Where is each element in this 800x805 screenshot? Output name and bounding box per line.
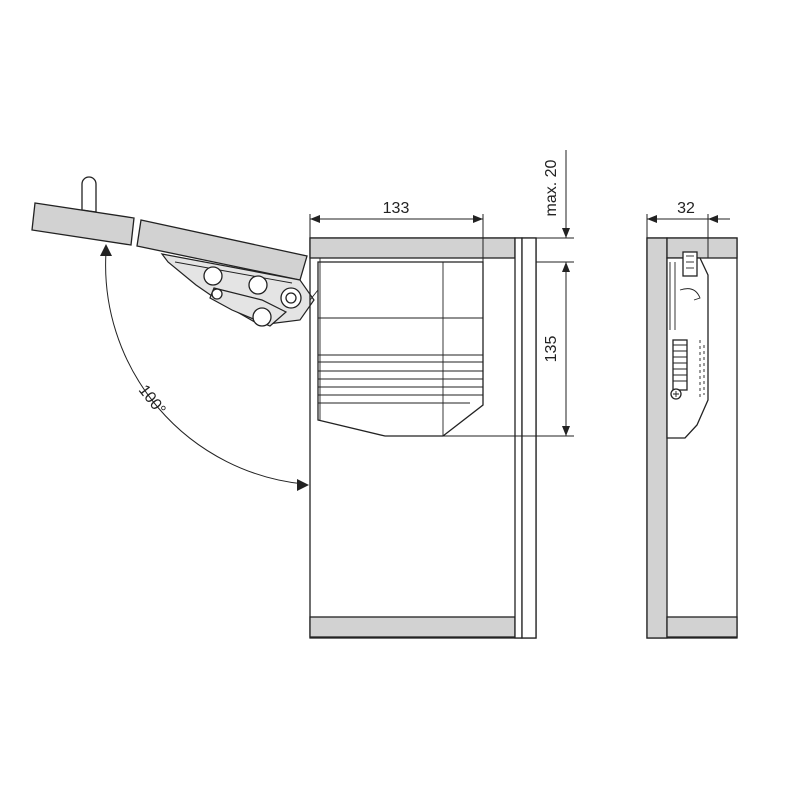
lift-mechanism	[309, 258, 484, 437]
pivot-2	[248, 275, 268, 295]
front-bottom-panel	[666, 616, 738, 638]
width-label: 133	[383, 200, 410, 217]
side-panel	[646, 237, 668, 639]
bottom-panel	[309, 616, 516, 638]
dimension-height: 135	[443, 261, 574, 437]
depth-arrow-left	[647, 215, 657, 223]
cabinet-front-view: 32	[646, 200, 738, 639]
height-arrow-top	[562, 262, 570, 272]
front-top-panel	[666, 237, 738, 259]
angle-arrowhead-bottom	[297, 479, 309, 491]
front-spring	[673, 344, 687, 382]
front-mechanism	[666, 251, 709, 439]
pivot-5	[211, 288, 223, 300]
dimension-width: 133	[309, 200, 484, 262]
gap-label: max. 20	[543, 159, 560, 216]
width-arrow-left	[310, 215, 320, 223]
front-door-panel	[514, 237, 523, 639]
depth-arrow-right	[708, 215, 718, 223]
dimension-max-gap: max. 20	[536, 150, 574, 239]
front-spring-housing	[672, 339, 688, 391]
front-hook	[679, 288, 701, 301]
dimension-depth: 32	[646, 200, 730, 258]
screw-cross	[673, 391, 679, 397]
flap-open-view: 100°	[31, 176, 315, 491]
mechanism-connector	[309, 289, 319, 301]
mechanism-housing	[317, 261, 484, 437]
angle-arrowhead-top	[100, 244, 112, 256]
depth-label: 32	[677, 200, 695, 217]
height-arrow-bottom	[562, 426, 570, 436]
flap-panel-left	[31, 202, 135, 246]
front-door-edge	[521, 237, 537, 639]
pivot-1	[203, 266, 223, 286]
front-hidden-lines	[699, 340, 705, 400]
angle-arc	[105, 251, 305, 485]
gap-arrow	[562, 228, 570, 238]
front-bracket	[682, 251, 698, 277]
flap-knob	[81, 176, 97, 213]
pivot-4	[252, 307, 272, 327]
height-label: 135	[543, 336, 560, 363]
arm-edge-line	[174, 261, 293, 284]
top-panel	[309, 237, 516, 259]
cabinet-side-view: 133 max. 20 135	[309, 150, 574, 639]
angle-label: 100°	[135, 382, 169, 419]
width-arrow-right	[473, 215, 483, 223]
front-rail	[669, 262, 676, 330]
pivot-3-inner	[285, 292, 297, 304]
